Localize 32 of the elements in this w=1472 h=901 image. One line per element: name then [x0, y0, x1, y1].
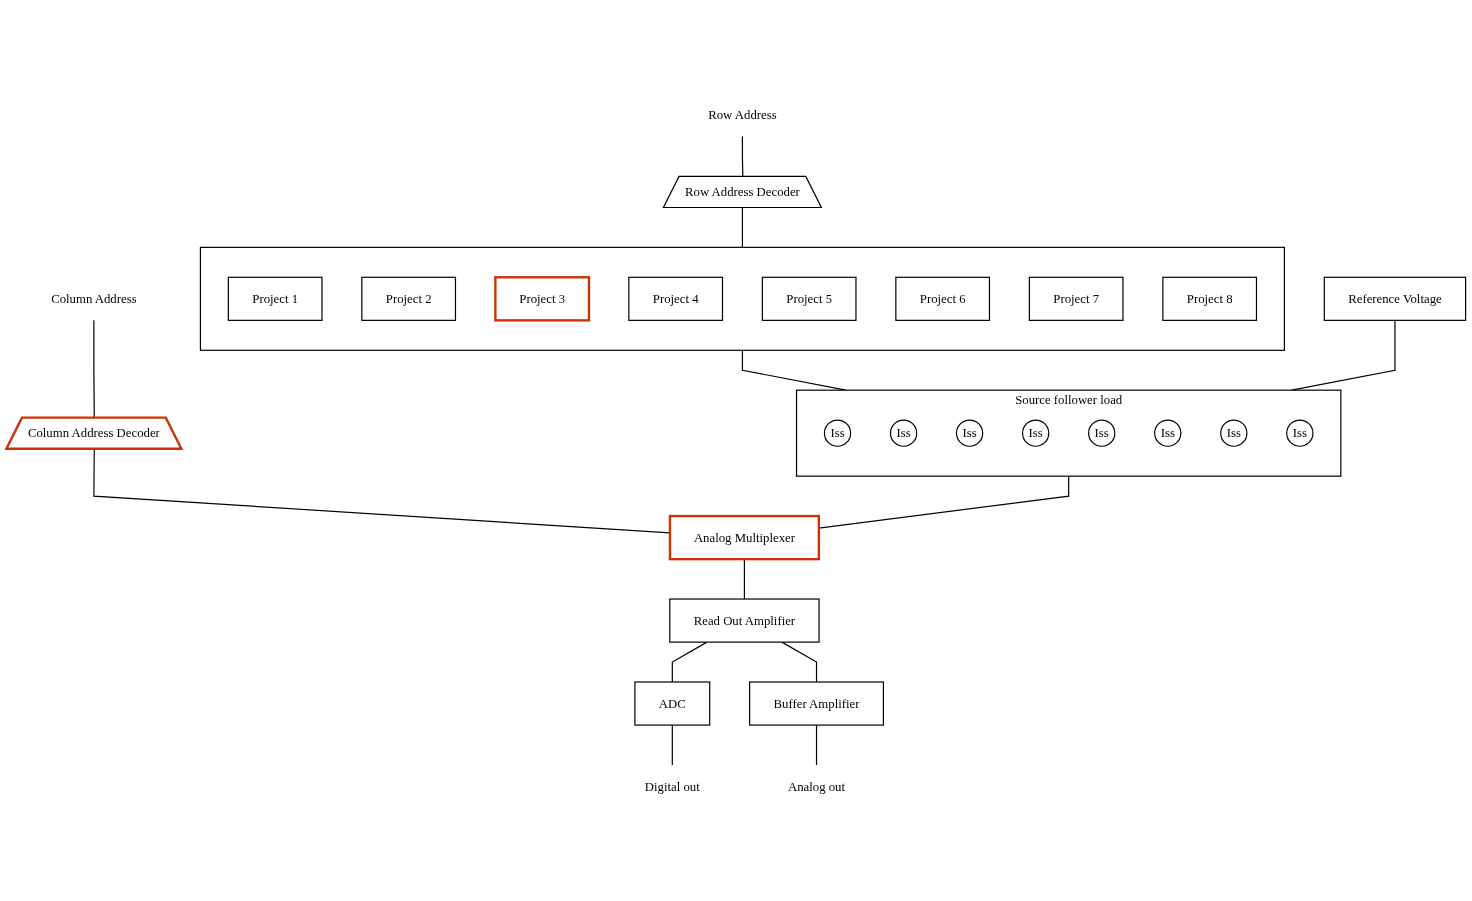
node-circle: Iss	[955, 419, 984, 447]
node-text: Analog out	[787, 779, 846, 793]
node-box: Analog Multiplexer	[668, 514, 821, 561]
node-text: Digital out	[644, 779, 700, 793]
node-box: Reference Voltage	[1323, 276, 1467, 321]
node-box: Project 1	[227, 276, 323, 321]
node-box: Project 4	[628, 276, 724, 321]
node-box: Project 8	[1162, 276, 1258, 321]
cluster	[199, 246, 1285, 351]
node-circle: Iss	[1088, 419, 1116, 447]
connector	[671, 724, 673, 766]
connector	[815, 724, 818, 766]
node-circle: Iss	[889, 419, 918, 447]
node-box: Project 3	[494, 275, 591, 322]
node-circle: Iss	[1220, 419, 1248, 447]
node-text: Row Address	[708, 107, 777, 122]
node-circle: Iss	[1022, 419, 1050, 447]
connector	[671, 641, 708, 683]
connector	[818, 475, 1070, 529]
node-box: Project 6	[895, 276, 991, 321]
connector	[781, 641, 818, 683]
node-box: ADC	[634, 681, 711, 726]
node-circle: Iss	[823, 419, 852, 447]
node-box: Project 5	[761, 276, 857, 321]
node-text: Column Address	[51, 291, 137, 305]
node-box: Project 7	[1028, 276, 1124, 321]
node-box: Buffer Amplifier	[749, 681, 884, 726]
node-box: Project 2	[361, 276, 457, 321]
node-box: Read Out Amplifier	[669, 598, 820, 643]
node-circle: Iss	[1286, 419, 1314, 447]
connector	[743, 558, 745, 600]
node-circle: Iss	[1154, 419, 1182, 447]
